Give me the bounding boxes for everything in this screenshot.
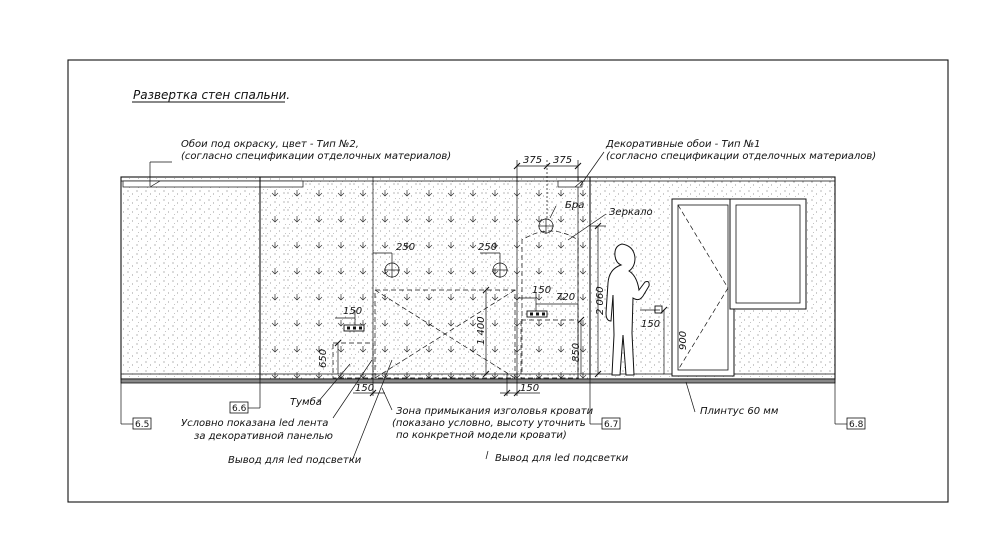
- note-led-outlet-left: Вывод для led подсветки: [228, 455, 362, 466]
- note-headboard-3: по конкретной модели кровати): [396, 430, 567, 441]
- wall-tags: [120, 379, 866, 430]
- wall-tag-6-7: 6.7: [604, 420, 618, 430]
- note-headboard-1: Зона примыкания изголовья кровати: [396, 406, 594, 417]
- note-wallpaper-decor-1: Декоративные обои - Тип №1: [605, 138, 761, 150]
- dim-150-socket-right: 150: [532, 285, 551, 296]
- drawing-title: Развертка стен спальни.: [133, 88, 290, 102]
- wall-left-paint-zone: [121, 177, 260, 379]
- dimension-lines: [334, 160, 668, 397]
- note-wallpaper-paint-1: Обои под окраску, цвет - Тип №2,: [181, 138, 359, 150]
- headboard-diag-2: [374, 289, 516, 379]
- socket-left-pin-2: [353, 326, 356, 330]
- note-baseboard: Плинтус 60 мм: [700, 406, 779, 417]
- cornice-right-hatch: [574, 180, 583, 188]
- socket-right-pin-2: [536, 312, 539, 316]
- headboard-outline: [374, 289, 516, 379]
- socket-right-pin-3: [542, 312, 545, 316]
- socket-right-pin-1: [530, 312, 533, 316]
- dim-150-bottom-right: 150: [520, 383, 539, 394]
- dim-150-window: 150: [641, 319, 660, 330]
- sconce-lamp: [538, 218, 554, 234]
- sheet-frame: [67, 59, 949, 503]
- note-nightstand: Тумба: [290, 396, 322, 408]
- leader-lines: [149, 151, 696, 462]
- dim-2060: 2 060: [595, 286, 606, 315]
- note-headboard-2: (показано условно, высоту уточнить: [392, 418, 586, 429]
- person-silhouette: [605, 243, 650, 376]
- wall-tag-6-5: 6.5: [135, 420, 149, 430]
- dim-650: 650: [318, 349, 329, 368]
- wall-tag-6-6: 6.6: [232, 404, 247, 414]
- wall-lamp-right: [492, 262, 508, 278]
- mirror-outline: [521, 230, 579, 372]
- cornice-hatch: [149, 180, 161, 188]
- socket-left-pin-3: [359, 326, 362, 330]
- dim-top-right: 375: [553, 155, 572, 166]
- cornice-right: [557, 180, 583, 188]
- dim-1400: 1 400: [476, 316, 487, 345]
- dim-150-bottom-left: 150: [355, 383, 374, 394]
- dim-250-right: 250: [478, 242, 497, 253]
- wall-tag-6-8: 6.8: [849, 420, 864, 430]
- dim-top-left: 375: [523, 155, 542, 166]
- nightstand-right-outline: [520, 319, 579, 379]
- note-led-strip-2: за декоративной панелью: [194, 431, 333, 442]
- note-wallpaper-decor-2: (согласно спецификации отделочных матери…: [606, 151, 876, 162]
- socket-window: [654, 305, 663, 314]
- dim-720: 720: [556, 292, 575, 303]
- note-led-strip-1: Условно показана led лента: [181, 418, 328, 429]
- headboard-zone: [332, 289, 579, 379]
- socket-left-pin-1: [347, 326, 350, 330]
- dim-850: 850: [571, 343, 582, 362]
- window: [671, 198, 807, 377]
- note-wallpaper-paint-2: (согласно спецификации отделочных матери…: [181, 151, 451, 162]
- dim-900: 900: [678, 331, 689, 350]
- wall-lamp-left: [384, 262, 400, 278]
- note-mirror: Зеркало: [609, 207, 653, 218]
- dim-150-socket-left: 150: [343, 306, 362, 317]
- dim-250-left: 250: [396, 242, 415, 253]
- note-sconce: Бра: [565, 200, 584, 211]
- nightstand-outline: [332, 342, 374, 379]
- cornice-left: [122, 180, 304, 188]
- wall-decor-zone: [260, 177, 590, 379]
- floor-strip: [120, 378, 836, 384]
- note-led-outlet-right: Вывод для led подсветки: [495, 453, 629, 464]
